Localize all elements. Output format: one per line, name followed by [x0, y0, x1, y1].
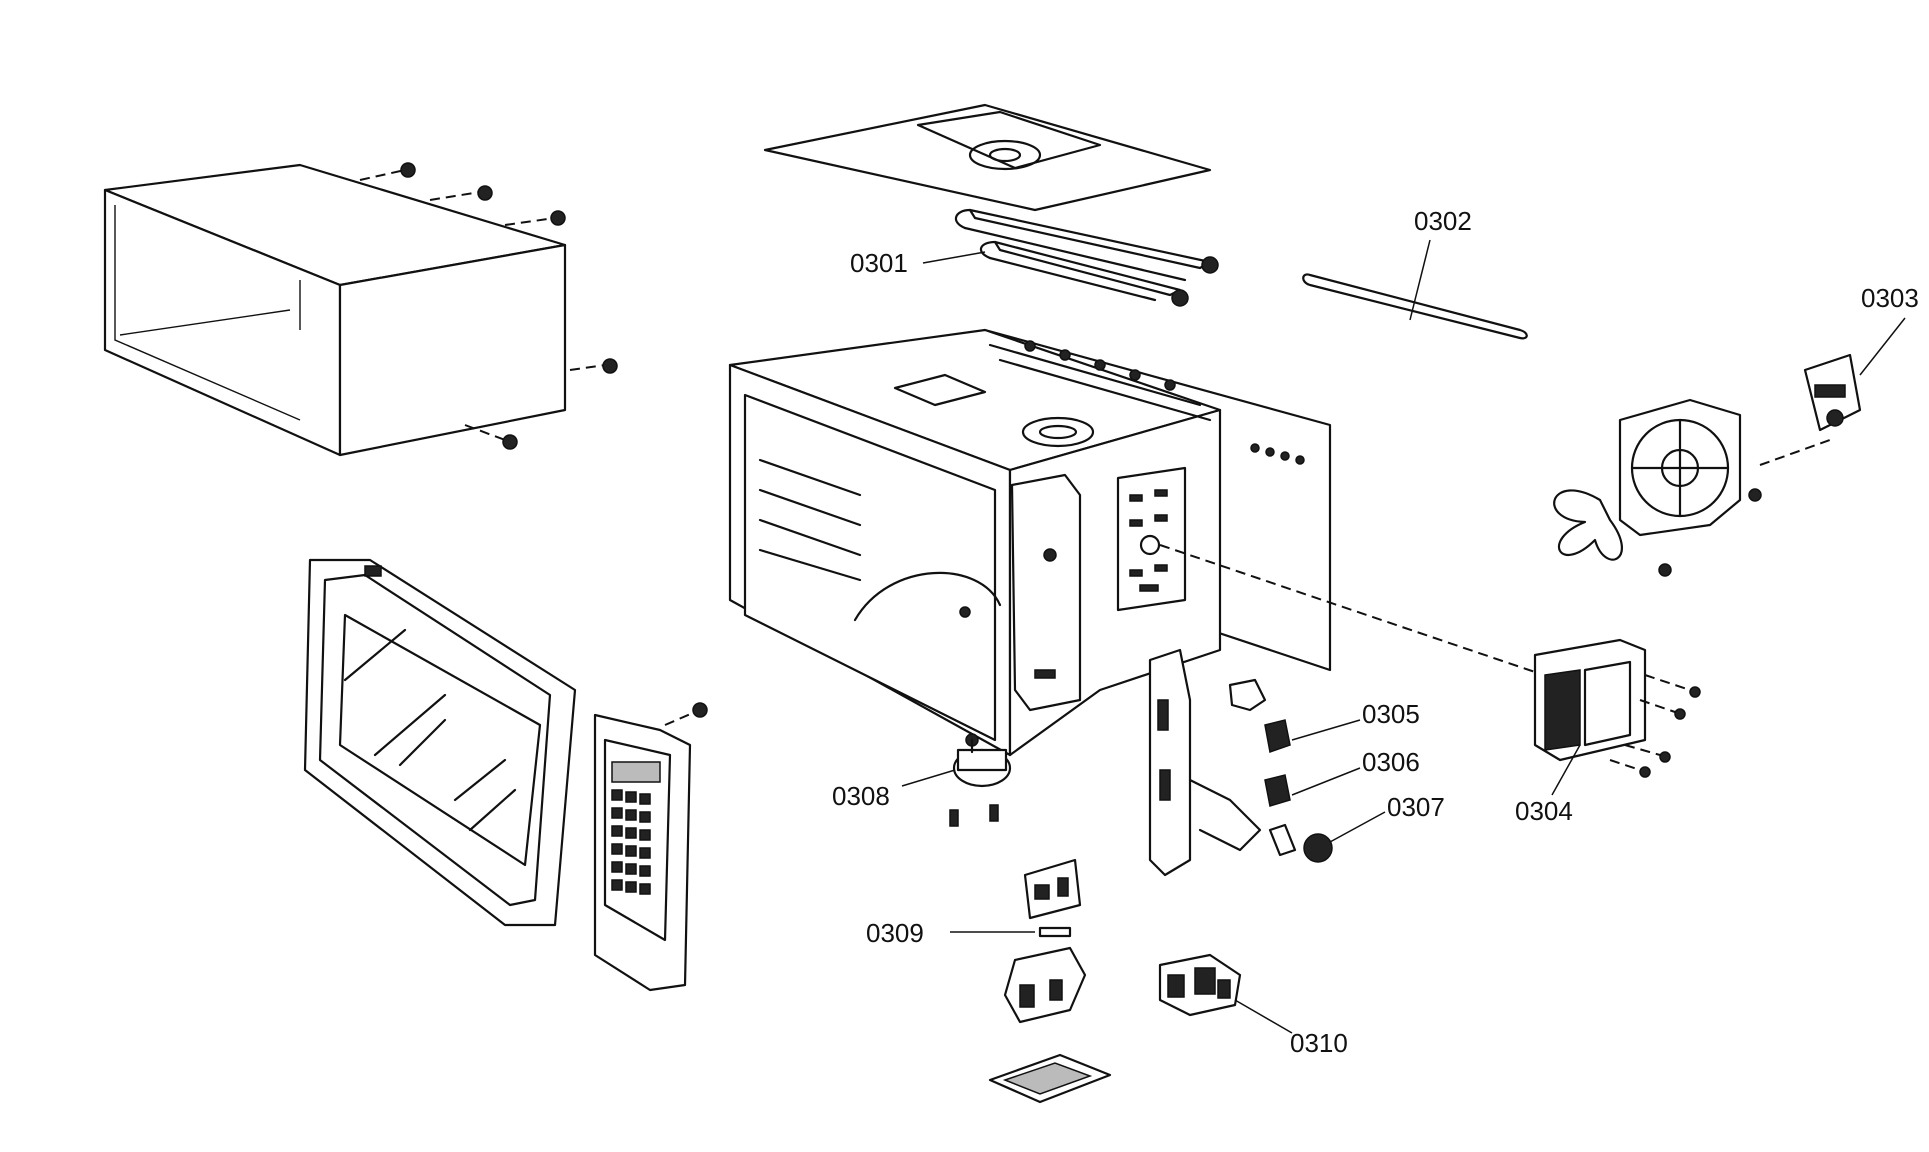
callout-0306: 0306 [1362, 747, 1420, 777]
switch-0305 [1264, 719, 1291, 753]
switch-0307 [1268, 823, 1333, 863]
keypad-buttons [611, 761, 661, 895]
callout-0302: 0302 [1414, 206, 1472, 236]
noise-filter-0310 [1158, 953, 1242, 1017]
fuse-board-0309 [988, 858, 1112, 1104]
door-assembly [303, 558, 577, 927]
callout-0305: 0305 [1362, 699, 1420, 729]
turntable-motor-0308 [949, 733, 1012, 827]
callout-0309: 0309 [866, 918, 924, 948]
top-ridges [988, 340, 1212, 422]
switch-0306 [1264, 774, 1291, 807]
leader-lines [901, 239, 1906, 1034]
callout-0307: 0307 [1387, 792, 1445, 822]
outer-cabinet-wrapper [103, 163, 567, 457]
cabinet-screws [359, 162, 618, 450]
callout-0303: 0303 [1861, 283, 1919, 313]
top-plate [763, 103, 1212, 212]
interlock-bracket [1148, 648, 1267, 877]
callout-0310: 0310 [1290, 1028, 1348, 1058]
transformer-assembly [1533, 638, 1701, 778]
callout-0304: 0304 [1515, 796, 1573, 826]
control-panel [593, 702, 708, 992]
main-cavity-chassis [728, 328, 1332, 757]
side-control-plate [1116, 466, 1187, 612]
callout-labels: 0301 0302 0303 0304 0305 0306 0307 0308 … [832, 206, 1919, 1058]
seal-belt-0302 [1302, 273, 1528, 340]
callout-0301: 0301 [850, 248, 908, 278]
heater-elements-0301 [954, 208, 1219, 307]
fan-motor-assembly [1553, 353, 1862, 577]
front-latch-bracket [1010, 473, 1082, 712]
callout-0308: 0308 [832, 781, 890, 811]
cavity-interior-details [758, 373, 1095, 622]
